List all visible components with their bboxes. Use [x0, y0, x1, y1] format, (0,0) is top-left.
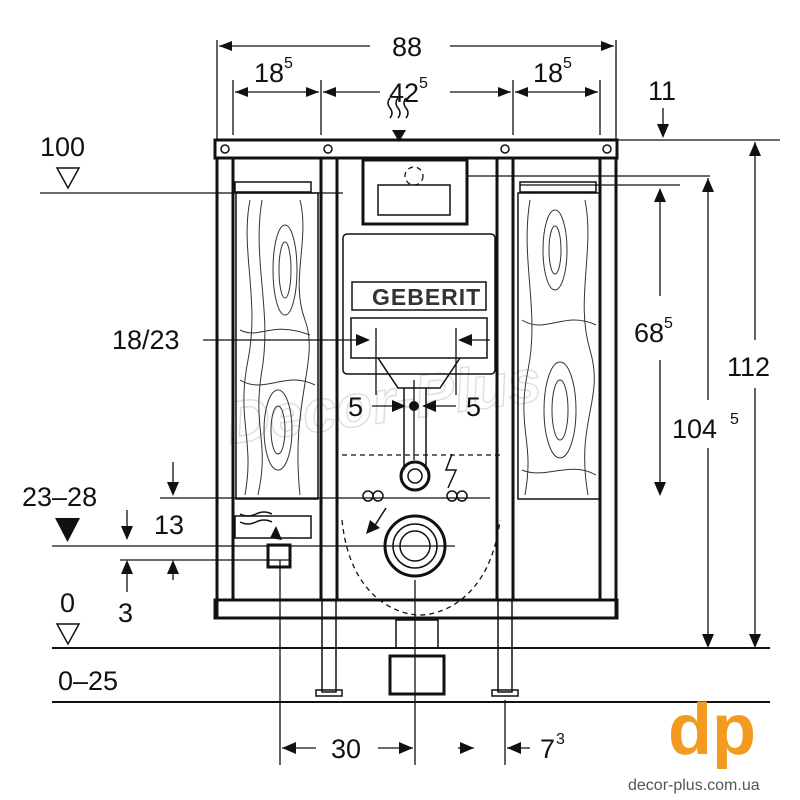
dimension-104-sup: 5 — [730, 411, 739, 428]
dimension-104: 104 5 — [672, 178, 739, 648]
arrow-icon — [366, 507, 387, 534]
water-waves-icon — [387, 97, 409, 142]
cistern-unit: GEBERIT — [266, 158, 501, 696]
dimension-7-label: 7 — [540, 734, 555, 764]
level-0-marker: 0 0–25 — [52, 588, 770, 703]
installation-frame — [213, 138, 619, 697]
dimension-18-right-sup: 5 — [563, 55, 572, 72]
dimension-112: 112 — [727, 142, 770, 648]
level-100-marker: 100 — [40, 132, 343, 194]
dimension-11-label: 11 — [648, 76, 676, 106]
dimension-drain: 23–28 13 3 — [22, 462, 490, 628]
decor-plus-logo: dp decor-plus.com.ua — [628, 690, 760, 794]
dimension-18-23: 18/23 — [112, 325, 490, 395]
logo-url: decor-plus.com.ua — [628, 777, 760, 794]
dimension-5-left-label: 5 — [348, 392, 363, 422]
dimension-88-label: 88 — [392, 32, 422, 62]
dimension-5-5: 5 5 — [348, 380, 481, 460]
dimension-42-label: 42 — [389, 78, 419, 108]
dimension-104-label: 104 — [672, 414, 717, 444]
dimension-68-sup: 5 — [664, 315, 673, 332]
floor-range-label: 0–25 — [58, 666, 118, 696]
level-100-label: 100 — [40, 132, 85, 162]
dimension-13-label: 13 — [154, 510, 184, 540]
dimension-top-row — [232, 80, 601, 135]
filled-triangle-icon — [55, 518, 80, 542]
dimension-11: 11 — [616, 76, 780, 141]
dimension-23-28-label: 23–28 — [22, 482, 97, 512]
dimension-3-label: 3 — [118, 598, 133, 628]
dimension-18-left-label: 18 — [254, 58, 284, 88]
dimension-68: 68 5 — [467, 175, 710, 496]
dimension-88: 88 — [216, 32, 617, 140]
open-triangle-icon-floor — [55, 623, 81, 646]
open-triangle-icon — [55, 167, 81, 190]
brand-label: GEBERIT — [372, 284, 481, 310]
wood-panel-right — [517, 192, 601, 500]
dimension-68-label: 68 — [634, 318, 664, 348]
dimension-18-left-sup: 5 — [284, 55, 293, 72]
water-waves-icon-lower — [239, 511, 282, 540]
dimension-7-sup: 3 — [556, 731, 565, 748]
level-0-label: 0 — [60, 588, 75, 618]
dimension-18-23-label: 18/23 — [112, 325, 180, 355]
dimension-18-right-label: 18 — [533, 58, 563, 88]
logo-dp-mark: dp — [668, 690, 756, 770]
dimension-30-label: 30 — [331, 734, 361, 764]
dimension-112-label: 112 — [727, 352, 770, 382]
wood-panel-left — [235, 192, 319, 500]
lightning-icon — [444, 453, 458, 489]
dimension-42-sup: 5 — [419, 75, 428, 92]
dimension-bottom: 30 7 3 — [279, 560, 565, 765]
dimension-5-right-label: 5 — [466, 392, 481, 422]
